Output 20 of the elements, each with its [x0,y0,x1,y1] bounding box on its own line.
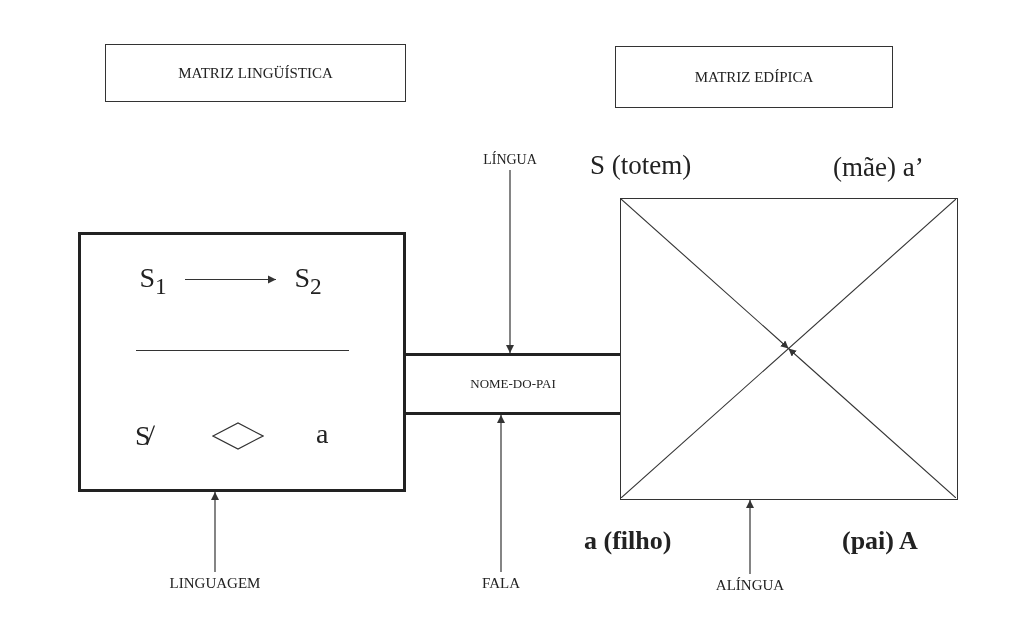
symbol-label: S$_{2}$ [283,258,333,303]
arrow [745,499,755,575]
band-box: NOME-DO-PAI [406,353,620,415]
arrow [496,414,506,573]
arrow [505,169,515,354]
matrix-box [78,232,406,492]
title-box: MATRIZ EDÍPICA [615,46,893,108]
corner-label: (mãe) a’ [833,152,924,183]
symbol-label: S$_{1}$ [128,258,178,303]
text-label: ALÍNGUA [700,574,800,596]
title-box: MATRIZ LINGÜÍSTICA [105,44,406,102]
symbol-label: a [316,418,329,450]
text-label: LINGUAGEM [140,572,290,594]
corner-label: S (totem) [590,150,692,181]
corner-label: a (filho) [584,526,672,556]
arrow [184,275,277,284]
text-label: LÍNGUA [470,150,550,170]
corner-label: (pai) A [842,526,918,556]
arrow [210,491,220,573]
text-label: FALA [465,572,537,594]
